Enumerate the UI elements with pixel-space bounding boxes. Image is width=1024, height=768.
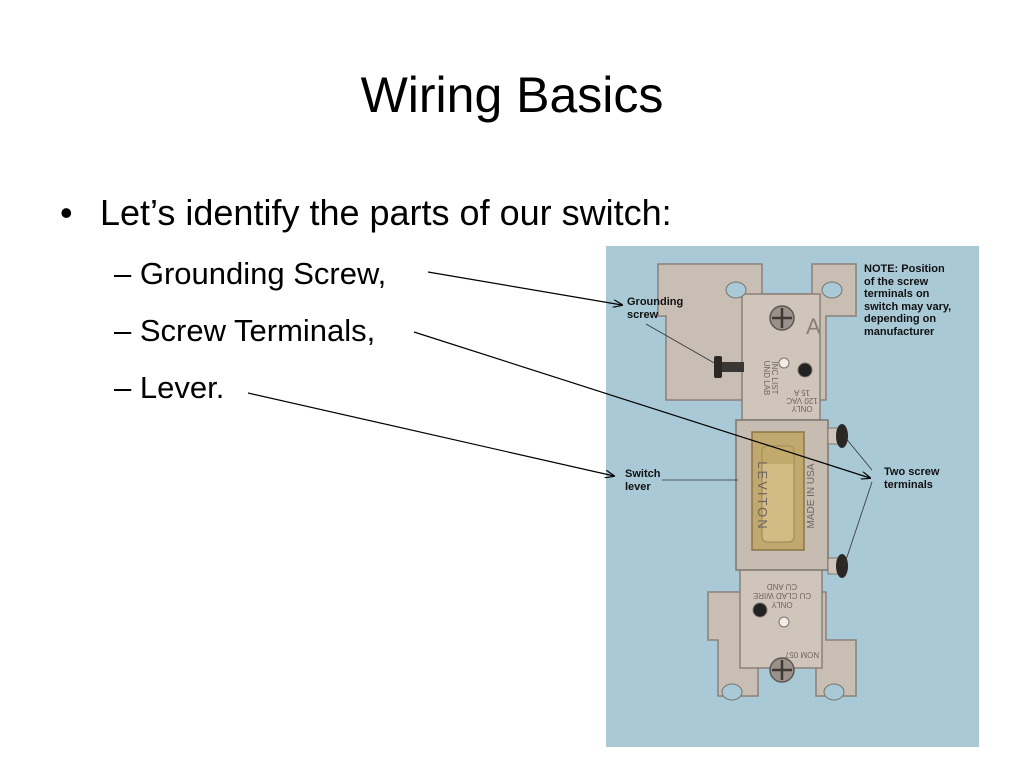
rating-imprint-1: 15 A <box>793 388 810 397</box>
arrow-lever <box>247 392 614 476</box>
listing-imprint-1: UND LAB <box>762 361 771 396</box>
terminal-screw-bottom <box>836 554 848 578</box>
grounding-label-line: screw <box>627 308 659 321</box>
mounting-hole <box>725 281 747 299</box>
listing-imprint-2: INC LIST <box>770 362 779 395</box>
note-line: manufacturer <box>864 325 935 338</box>
subbullet-screw-terminals: – Screw Terminals, <box>114 313 376 348</box>
rating-imprint-2: 120 VAC <box>786 396 818 405</box>
wire-imprint-3: ONLY <box>771 600 793 609</box>
terminals-label-line: Two screw <box>884 466 940 478</box>
lever-label-line: Switch <box>625 468 661 480</box>
grounding-label-line: Grounding <box>627 296 684 308</box>
stamp-a: A <box>806 314 821 339</box>
screw-terminals-label: Two screw terminals <box>884 466 939 491</box>
slide-title: Wiring Basics <box>360 67 664 123</box>
mounting-hole <box>721 683 743 701</box>
brand-imprint: LEVITON <box>755 461 770 530</box>
wire-imprint-1: CU AND <box>767 582 797 591</box>
terminals-label-line: terminals <box>884 478 933 491</box>
note-line: depending on <box>864 313 937 325</box>
wire-imprint-2: CU CLAD WIRE <box>753 591 811 600</box>
switch-photo: A LEVITON MADE IN USA <box>606 246 979 747</box>
terminal-screw-top <box>836 424 848 448</box>
mounting-hole <box>823 683 845 701</box>
switch-lever-label: Switch lever <box>625 468 660 493</box>
subbullet-lever: – Lever. <box>114 370 225 405</box>
main-bullet-text: Let’s identify the parts of our switch: <box>100 192 672 233</box>
bullet-marker: • <box>60 192 73 233</box>
lever-label-line: lever <box>625 480 651 493</box>
origin-imprint: MADE IN USA <box>806 463 817 528</box>
rating-imprint-3: ONLY <box>791 404 813 413</box>
note-line: terminals on <box>864 288 930 300</box>
mounting-hole <box>821 281 843 299</box>
note-line: switch may vary, <box>864 300 952 313</box>
note-line: of the screw <box>864 275 929 288</box>
grounding-screw-head <box>714 356 722 378</box>
note-line: NOTE: Position <box>864 263 945 275</box>
subbullet-grounding-screw: – Grounding Screw, <box>114 256 387 291</box>
main-bullet: • Let’s identify the parts of our switch: <box>60 189 672 237</box>
code-imprint: NOM 057 <box>784 650 819 659</box>
note-label: NOTE: Position of the screw terminals on… <box>864 263 951 338</box>
arrow-grounding-screw <box>427 271 622 305</box>
grounding-screw-label: Grounding screw <box>627 296 683 321</box>
